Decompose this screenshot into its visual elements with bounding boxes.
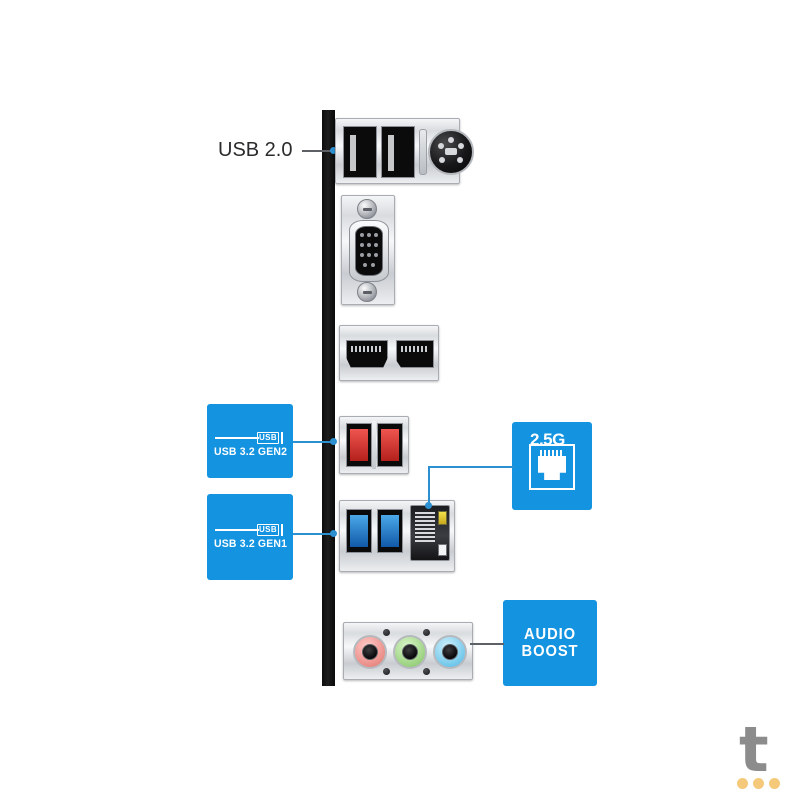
watermark-dot bbox=[769, 778, 780, 789]
shell-screw bbox=[423, 629, 430, 636]
label-usb-2-0: USB 2.0 bbox=[218, 139, 293, 161]
leader-line-usb20 bbox=[302, 150, 334, 152]
usb-2-0-port-2 bbox=[381, 126, 415, 178]
hdmi-port bbox=[346, 340, 388, 368]
vga-screw-bottom bbox=[357, 282, 377, 302]
vga-pin-cavity bbox=[355, 226, 383, 276]
usb-gen1-lan-port-shell bbox=[339, 500, 455, 572]
badge-gen1-label: USB 3.2 GEN1 bbox=[214, 538, 288, 550]
shell-screw bbox=[383, 629, 390, 636]
lan-pin-contacts bbox=[415, 512, 435, 542]
vga-port-shell bbox=[341, 195, 395, 305]
port-divider bbox=[419, 129, 427, 175]
audio-jack-shell bbox=[343, 622, 473, 680]
usb-logo-text: USB bbox=[257, 432, 279, 444]
leader-dot-gen2 bbox=[330, 438, 337, 445]
usb-3-2-gen1-port-2 bbox=[377, 509, 403, 553]
usb-logo-text: USB bbox=[257, 524, 279, 536]
shell-screw bbox=[383, 668, 390, 675]
badge-audio-line2: BOOST bbox=[521, 643, 579, 660]
leader-line-lan-vertical bbox=[428, 466, 430, 506]
usb-gen2-port-shell bbox=[339, 416, 409, 474]
watermark-letter: t bbox=[739, 713, 769, 786]
badge-audio-label: AUDIO BOOST bbox=[507, 626, 593, 660]
video-port-shell bbox=[339, 325, 439, 381]
shell-screw bbox=[423, 668, 430, 675]
leader-dot-gen1 bbox=[330, 530, 337, 537]
lan-rj45-port bbox=[410, 505, 450, 561]
io-backplate bbox=[322, 110, 335, 686]
usb-logo-icon: USB bbox=[215, 524, 285, 536]
displayport-port bbox=[396, 340, 434, 368]
lan-status-led-white bbox=[438, 544, 447, 556]
badge-audio-boost[interactable]: AUDIO BOOST bbox=[503, 600, 597, 686]
usb-3-2-gen2-port-2 bbox=[377, 423, 403, 467]
port-divider bbox=[372, 421, 376, 469]
audio-jack-mic-in bbox=[353, 635, 387, 669]
leader-line-gen1 bbox=[293, 533, 334, 535]
usb-2-0-port-1 bbox=[343, 126, 377, 178]
leader-line-lan-horizontal bbox=[428, 466, 514, 468]
usb-3-2-gen1-port-1 bbox=[346, 509, 372, 553]
leader-dot-lan bbox=[425, 502, 432, 509]
watermark-dot bbox=[753, 778, 764, 789]
badge-lan-speed-label: 2.5G bbox=[530, 430, 565, 449]
watermark-logo: t bbox=[735, 713, 787, 790]
badge-audio-line1: AUDIO bbox=[523, 626, 577, 643]
badge-2-5g-lan[interactable]: 2.5G bbox=[512, 422, 592, 510]
usb20-ps2-port-shell bbox=[335, 118, 474, 184]
leader-line-audio bbox=[470, 643, 504, 645]
audio-jack-line-in bbox=[433, 635, 467, 669]
watermark-dot bbox=[737, 778, 748, 789]
vga-port bbox=[349, 220, 389, 282]
audio-jack-line-out bbox=[393, 635, 427, 669]
leader-line-gen2 bbox=[293, 441, 334, 443]
usb-logo-icon: USB bbox=[215, 432, 285, 444]
rj45-jack-icon bbox=[529, 444, 575, 490]
usb-3-2-gen2-port-1 bbox=[346, 423, 372, 467]
badge-usb-3-2-gen1[interactable]: USB USB 3.2 GEN1 bbox=[207, 494, 293, 580]
ps2-port bbox=[428, 129, 474, 175]
badge-usb-3-2-gen2[interactable]: USB USB 3.2 GEN2 bbox=[207, 404, 293, 478]
lan-status-led-yellow bbox=[438, 511, 447, 525]
badge-gen2-label: USB 3.2 GEN2 bbox=[214, 446, 288, 458]
vga-screw-top bbox=[357, 199, 377, 219]
leader-dot-usb20 bbox=[330, 147, 337, 154]
